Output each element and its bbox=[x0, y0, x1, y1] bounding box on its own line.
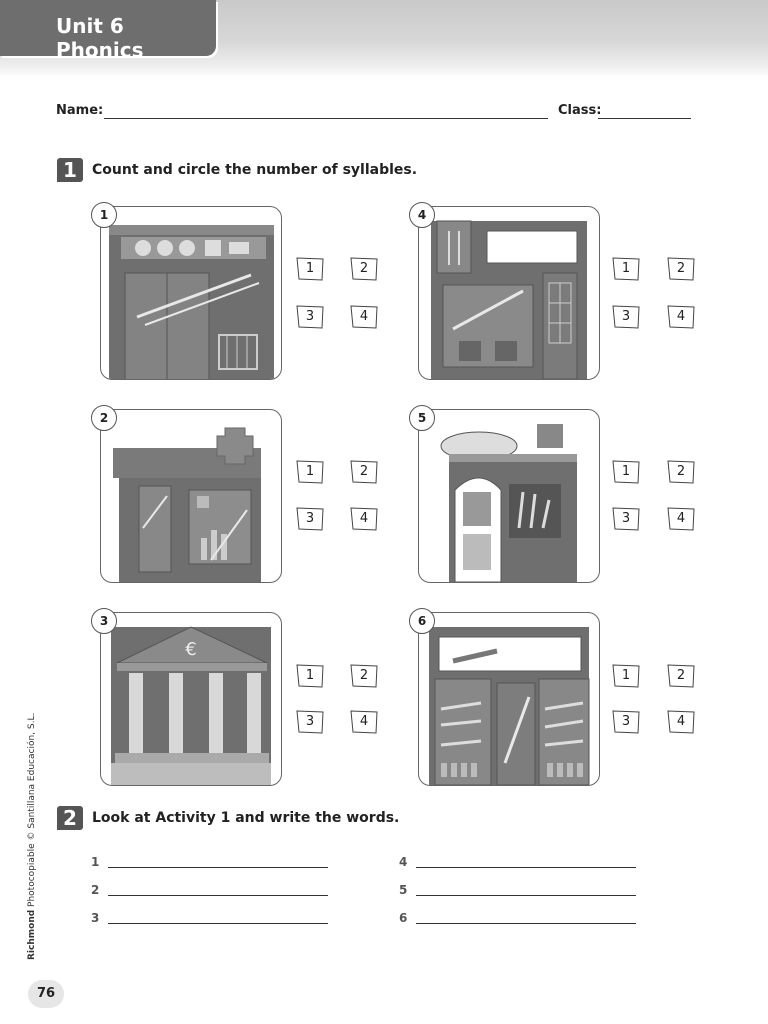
word-line-2[interactable] bbox=[108, 895, 328, 896]
bakery-picture bbox=[418, 409, 600, 583]
copyright-text: Photocopiable © Santillana Educación, S.… bbox=[27, 712, 37, 907]
word-line-number-1: 1 bbox=[91, 855, 100, 869]
supermarket-picture bbox=[100, 206, 282, 380]
item-6-option-1[interactable]: 1 bbox=[612, 664, 640, 688]
bank-picture: € bbox=[100, 612, 282, 786]
item-1-option-2[interactable]: 2 bbox=[350, 257, 378, 281]
item-1-option-1[interactable]: 1 bbox=[296, 257, 324, 281]
item-5-option-1[interactable]: 1 bbox=[612, 460, 640, 484]
item-5-option-3[interactable]: 3 bbox=[612, 507, 640, 531]
page-number: 76 bbox=[28, 980, 64, 1008]
shoe-shop-picture bbox=[418, 612, 600, 786]
item-3-option-3[interactable]: 3 bbox=[296, 710, 324, 734]
item-2-option-1[interactable]: 1 bbox=[296, 460, 324, 484]
pharmacy-icon bbox=[113, 427, 261, 582]
item-3-option-2[interactable]: 2 bbox=[350, 664, 378, 688]
word-line-1[interactable] bbox=[108, 867, 328, 868]
unit-title-tab: Unit 6 Phonics bbox=[0, 0, 216, 62]
activity1-instruction: Count and circle the number of syllables… bbox=[92, 162, 418, 178]
item-1-option-3[interactable]: 3 bbox=[296, 305, 324, 329]
item-5-option-4[interactable]: 4 bbox=[667, 507, 695, 531]
item-4-option-4[interactable]: 4 bbox=[667, 305, 695, 329]
restaurant-icon bbox=[431, 220, 587, 379]
name-field[interactable] bbox=[104, 118, 548, 119]
word-line-number-2: 2 bbox=[91, 883, 100, 897]
word-line-number-6: 6 bbox=[399, 911, 408, 925]
activity1-number: 1 bbox=[57, 158, 83, 182]
word-line-number-4: 4 bbox=[399, 855, 408, 869]
item-1-option-4[interactable]: 4 bbox=[350, 305, 378, 329]
item-2-option-4[interactable]: 4 bbox=[350, 507, 378, 531]
item-number-1: 1 bbox=[91, 202, 117, 228]
restaurant-picture bbox=[418, 206, 600, 380]
item-3-option-4[interactable]: 4 bbox=[350, 710, 378, 734]
name-label: Name: bbox=[56, 103, 104, 118]
item-number-5: 5 bbox=[409, 405, 435, 431]
word-line-5[interactable] bbox=[416, 895, 636, 896]
word-line-3[interactable] bbox=[108, 923, 328, 924]
item-6-option-2[interactable]: 2 bbox=[667, 664, 695, 688]
item-3-option-1[interactable]: 1 bbox=[296, 664, 324, 688]
item-number-6: 6 bbox=[409, 608, 435, 634]
word-line-4[interactable] bbox=[416, 867, 636, 868]
item-number-3: 3 bbox=[91, 608, 117, 634]
word-line-6[interactable] bbox=[416, 923, 636, 924]
supermarket-icon bbox=[109, 225, 274, 379]
item-6-option-3[interactable]: 3 bbox=[612, 710, 640, 734]
bank-icon: € bbox=[111, 626, 271, 785]
svg-text:€: € bbox=[185, 639, 196, 660]
item-6-option-4[interactable]: 4 bbox=[667, 710, 695, 734]
class-label: Class: bbox=[558, 103, 602, 118]
pharmacy-picture bbox=[100, 409, 282, 583]
item-number-4: 4 bbox=[409, 202, 435, 228]
copyright-note: Richmond Photocopiable © Santillana Educ… bbox=[27, 713, 37, 960]
word-line-number-3: 3 bbox=[91, 911, 100, 925]
publisher-brand: Richmond bbox=[27, 909, 37, 960]
item-2-option-2[interactable]: 2 bbox=[350, 460, 378, 484]
item-4-option-1[interactable]: 1 bbox=[612, 257, 640, 281]
item-4-option-3[interactable]: 3 bbox=[612, 305, 640, 329]
item-4-option-2[interactable]: 2 bbox=[667, 257, 695, 281]
item-5-option-2[interactable]: 2 bbox=[667, 460, 695, 484]
activity2-number: 2 bbox=[57, 806, 83, 830]
class-field[interactable] bbox=[598, 118, 691, 119]
unit-title: Unit 6 Phonics bbox=[56, 14, 144, 62]
bakery-icon bbox=[440, 424, 577, 582]
activity2-instruction: Look at Activity 1 and write the words. bbox=[92, 810, 400, 826]
item-2-option-3[interactable]: 3 bbox=[296, 507, 324, 531]
shoe-shop-icon bbox=[429, 627, 590, 785]
word-line-number-5: 5 bbox=[399, 883, 408, 897]
item-number-2: 2 bbox=[91, 405, 117, 431]
